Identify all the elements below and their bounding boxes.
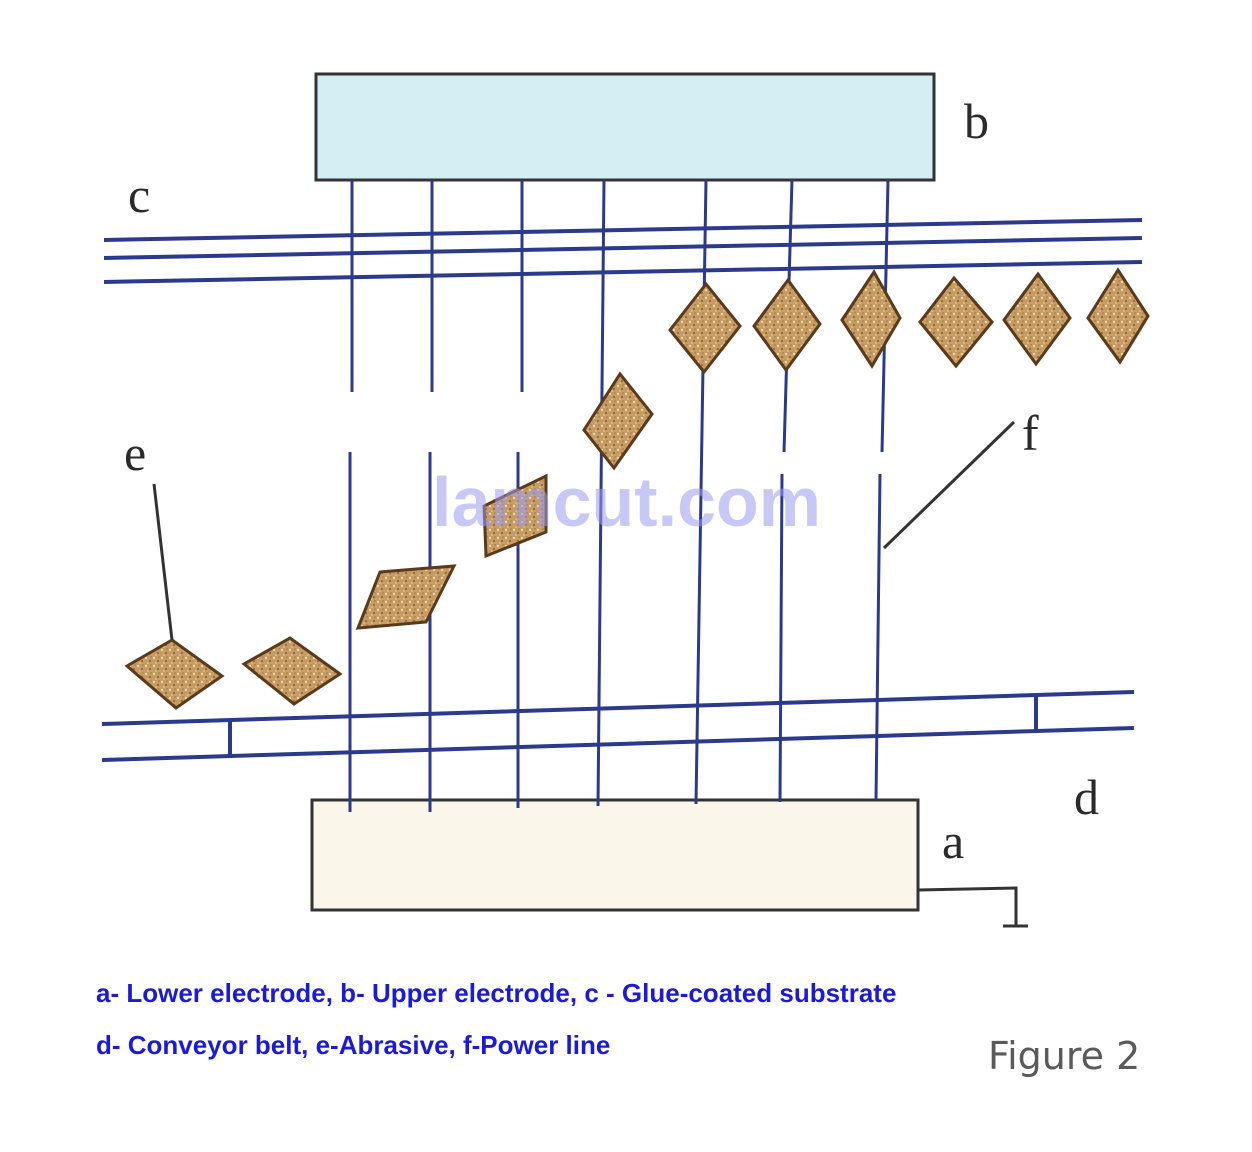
abrasive-grain [1086, 267, 1150, 365]
glue-coated-substrate [103, 218, 1143, 284]
abrasive-grain [482, 473, 548, 559]
abrasive-grain [241, 636, 343, 706]
ground-lead [917, 886, 1018, 926]
abrasive-grain [582, 371, 654, 471]
label-b: b [964, 93, 989, 149]
label-e: e [124, 425, 146, 481]
conveyor-belt [101, 690, 1135, 762]
label-c: c [128, 167, 150, 223]
label-f: f [1022, 405, 1039, 461]
abrasive-grains [124, 267, 1150, 710]
leader-line-f [882, 420, 1016, 550]
abrasive-grain [355, 564, 457, 630]
abrasive-grain [918, 275, 994, 369]
electrostatic-sand-planting-diagram: b c e f d a lamcut.com [101, 72, 1150, 928]
abrasive-grain [1002, 271, 1072, 367]
lower-electrode [310, 798, 920, 912]
watermark: lamcut.com [432, 463, 821, 541]
figure-caption: Figure 2 [988, 1034, 1141, 1078]
leader-line-e [152, 483, 174, 641]
abrasive-grain [668, 281, 742, 375]
abrasive-grain [840, 269, 902, 369]
label-a: a [942, 813, 964, 869]
upper-electrode [314, 72, 936, 182]
legend-line-1: a- Lower electrode, b- Upper electrode, … [96, 978, 897, 1008]
abrasive-grain [752, 277, 822, 373]
label-d: d [1074, 769, 1099, 825]
abrasive-grain [124, 638, 225, 710]
legend-line-2: d- Conveyor belt, e-Abrasive, f-Power li… [96, 1030, 611, 1060]
